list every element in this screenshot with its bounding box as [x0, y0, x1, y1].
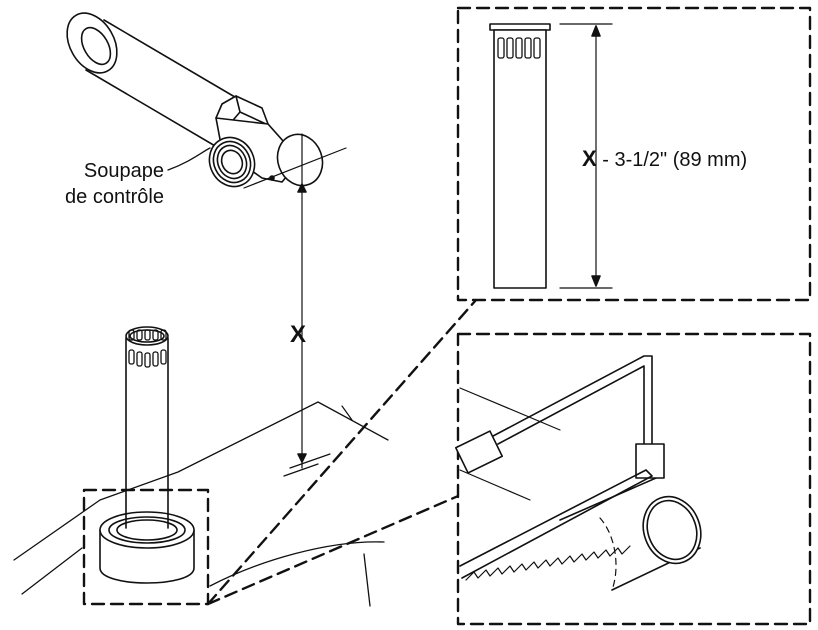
floor-surface [13, 401, 389, 607]
valve-leader-line [167, 147, 211, 171]
valve-flange [66, 12, 118, 74]
drain-fitting [99, 326, 195, 584]
distance-dimension [283, 183, 331, 477]
cut-length-dash: - [597, 149, 615, 171]
cut-length-label: X - 3-1/2" (89 mm) [582, 146, 747, 171]
valve-label-line1: Soupape [84, 160, 164, 182]
callout-lines [206, 298, 562, 606]
valve-flange-inner [80, 26, 112, 66]
hacksaw-frame [477, 355, 653, 453]
cut-length-x: X [582, 146, 597, 171]
distance-x-label: X [290, 321, 306, 348]
stand-pipe-slots [128, 329, 167, 368]
cut-tube-detail [489, 23, 613, 289]
valve-arm [85, 19, 241, 151]
tube-slots [497, 37, 541, 59]
cut-length-value: 3-1/2" (89 mm) [614, 149, 747, 171]
saw-detail [454, 355, 702, 591]
detail-box-fitting [82, 488, 210, 606]
valve-assembly [66, 12, 347, 189]
valve-label-line2: de contrôle [65, 186, 164, 208]
hacksaw-blade [459, 469, 653, 579]
stand-pipe [125, 337, 169, 529]
valve-threaded-outlet [208, 136, 256, 188]
detail-box-saw [456, 332, 812, 626]
valve-end-cap [276, 133, 324, 187]
